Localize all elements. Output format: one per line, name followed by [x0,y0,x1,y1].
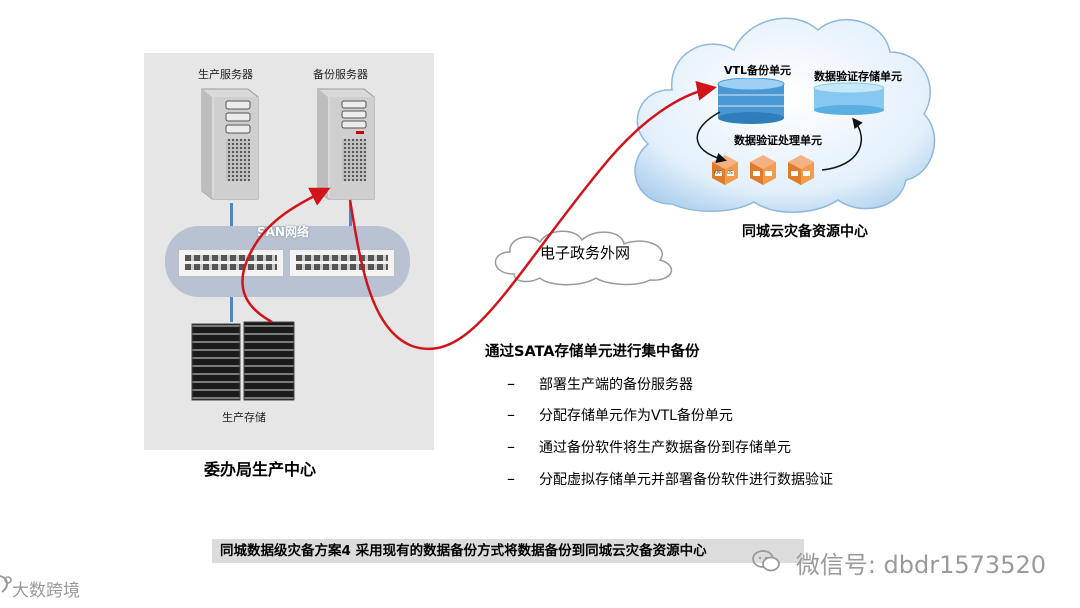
verify-process-label: 数据验证处理单元 [734,134,822,147]
bullet-item: – 部署生产端的备份服务器 [507,374,907,394]
prod-server-link [230,203,233,227]
caption-bar: 同城数据级灾备方案4 采用现有的数据备份方式将数据备份到同城云灾备资源中心 [212,539,804,563]
brand-name: 大数跨境 [12,581,80,601]
backup-server [316,83,376,203]
prod-storage [190,320,298,402]
bullet-item: – 分配存储单元作为VTL备份单元 [507,405,907,425]
prod-center-title: 委办局生产中心 [204,460,317,479]
vm-os-tag: OS [727,170,733,175]
vtl-label: VTL备份单元 [724,64,792,77]
bullet-text: 部署生产端的备份服务器 [539,377,693,393]
san-switch-left [178,249,284,277]
bullet-text: 分配存储单元作为VTL备份单元 [539,408,733,424]
bullet-marker: – [507,374,515,393]
vm-app-tag: APP [714,170,722,175]
cloud-resource-center [624,4,942,216]
storage-label: 生产存储 [222,411,266,424]
bullet-text: 分配虚拟存储单元并部署备份软件进行数据验证 [539,472,833,488]
verify-storage-label: 数据验证存储单元 [814,70,902,83]
backup-server-link [349,203,352,227]
bullet-marker: – [507,437,515,456]
san-label: SAN网络 [257,225,309,239]
bullet-marker: – [507,405,515,424]
san-switch-right [289,249,395,277]
bullet-item: – 分配虚拟存储单元并部署备份软件进行数据验证 [507,469,907,489]
network-cloud [484,222,684,286]
prod-server [200,83,260,203]
description-heading: 通过SATA存储单元进行集中备份 [485,344,700,360]
network-label: 电子政务外网 [540,244,631,262]
cloud-center-title: 同城云灾备资源中心 [742,224,868,240]
wechat-icon [752,550,780,572]
bullet-item: – 通过备份软件将生产数据备份到存储单元 [507,437,907,457]
brand-logo-icon [0,572,14,596]
backup-server-label: 备份服务器 [313,68,368,81]
vtl-disk-stack [716,77,786,124]
prod-server-label: 生产服务器 [198,68,253,81]
wechat-watermark: 微信号: dbdr1573520 [795,551,1046,579]
bullet-marker: – [507,469,515,488]
verify-storage-disk [812,82,886,116]
storage-link [230,296,233,322]
bullet-text: 通过备份软件将生产数据备份到存储单元 [539,440,791,456]
